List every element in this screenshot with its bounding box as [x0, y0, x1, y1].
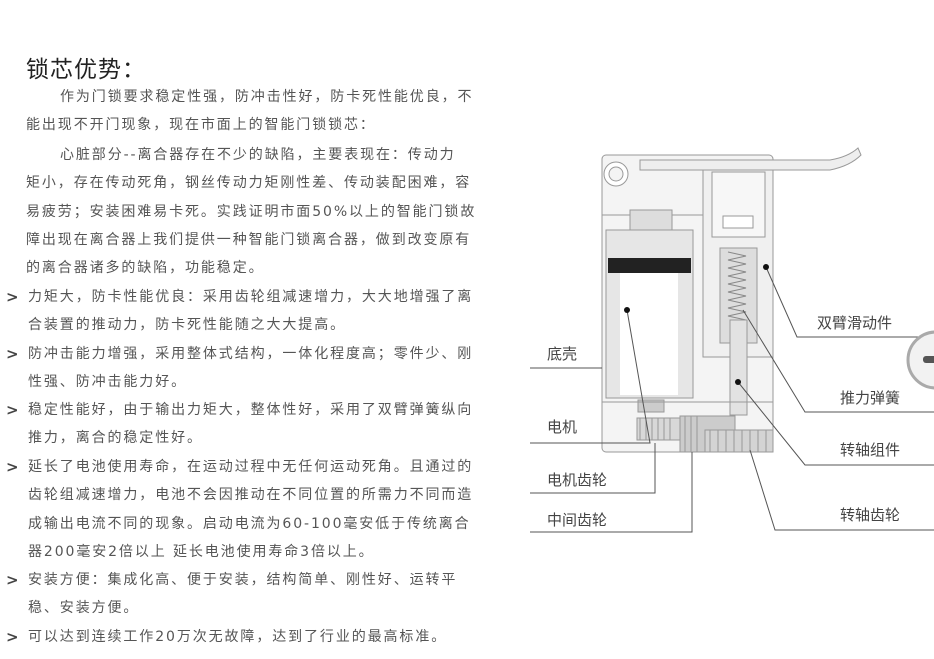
- label-base-shell: 底壳: [547, 345, 577, 363]
- label-thrust-spring: 推力弹簧: [840, 389, 900, 407]
- leader-lines: [530, 266, 934, 533]
- text-line: 易疲劳；安装困难易卡死。实践证明市面50%以上的智能门锁故: [26, 203, 477, 220]
- text-line: 合装置的推动力，防卡死性能随之大大提高。: [28, 317, 346, 334]
- text-line: 器200毫安2倍以上 延长电池使用寿命3倍以上。: [28, 543, 375, 560]
- section-title: 锁芯优势：: [26, 57, 146, 83]
- text-line: 防冲击能力增强，采用整体式结构，一体化程度高；零件少、刚: [28, 346, 474, 362]
- text-line: 安装方便：集成化高、便于安装，结构简单、刚性好、运转平: [28, 572, 458, 588]
- bullet-item: > 力矩大，防卡性能优良：采用齿轮组减速增力，大大地增强了离 合装置的推动力，防…: [6, 283, 486, 340]
- chevron-right-icon: >: [6, 345, 19, 363]
- text-line: 齿轮组减速增力，电池不会因推动在不同位置的所需力不同而造: [28, 487, 474, 504]
- carousel-next-button[interactable]: [906, 330, 934, 390]
- chevron-right-icon: >: [6, 288, 19, 306]
- text-line: 的离合器诸多的缺陷，功能稳定。: [26, 260, 265, 277]
- bullet-item: > 安装方便：集成化高、便于安装，结构简单、刚性好、运转平 稳、安装方便。: [6, 566, 486, 623]
- text-line: 推力，离合的稳定性好。: [28, 430, 203, 447]
- chevron-right-icon: >: [6, 401, 19, 419]
- bullet-item: > 稳定性能好，由于输出力矩大，整体性好，采用了双臂弹簧纵向 推力，离合的稳定性…: [6, 396, 486, 453]
- text-line: 障出现在离合器上我们提供一种智能门锁离合器，做到改变原有: [26, 231, 472, 248]
- text-line: 作为门锁要求稳定性强，防冲击性好，防卡死性能优良，不: [60, 89, 474, 105]
- text-line: 心脏部分--离合器存在不少的缺陷，主要表现在：传动力: [60, 147, 456, 163]
- chevron-right-icon: >: [6, 571, 19, 589]
- text-line: 矩小，存在传动死角，钢丝传动力矩刚性差、传动装配困难，容: [26, 175, 472, 192]
- label-shaft-gear: 转轴齿轮: [840, 506, 900, 524]
- intro-paragraph-1: 作为门锁要求稳定性强，防冲击性好，防卡死性能优良，不 能出现不开门现象，现在市面…: [26, 83, 486, 140]
- text-line: 稳定性能好，由于输出力矩大，整体性好，采用了双臂弹簧纵向: [28, 402, 474, 418]
- label-middle-gear: 中间齿轮: [547, 511, 607, 529]
- bullet-item: > 防冲击能力增强，采用整体式结构，一体化程度高；零件少、刚 性强、防冲击能力好…: [6, 340, 486, 397]
- text-line: 可以达到连续工作20万次无故障，达到了行业的最高标准。: [28, 629, 448, 645]
- label-motor-gear: 电机齿轮: [547, 471, 607, 489]
- label-shaft-assembly: 转轴组件: [840, 441, 900, 459]
- label-motor: 电机: [547, 418, 577, 436]
- bullet-item: > 可以达到连续工作20万次无故障，达到了行业的最高标准。: [6, 623, 486, 651]
- label-dual-arm-slider: 双臂滑动件: [817, 314, 892, 332]
- leader-dots: [624, 264, 769, 385]
- chevron-right-icon: >: [6, 628, 19, 646]
- text-line: 成输出电流不同的现象。启动电流为60-100毫安低于传统离合: [28, 515, 471, 532]
- text-line: 能出现不开门现象，现在市面上的智能门锁锁芯：: [26, 117, 376, 134]
- clutch-diagram: 底壳 电机 电机齿轮 中间齿轮 双臂滑动件 推力弹簧 转轴组件 转轴齿轮: [530, 147, 934, 533]
- intro-paragraph-2: 心脏部分--离合器存在不少的缺陷，主要表现在：传动力 矩小，存在传动死角，钢丝传…: [26, 141, 486, 282]
- bullet-item: > 延长了电池使用寿命，在运动过程中无任何运动死角。且通过的 齿轮组减速增力，电…: [6, 453, 486, 566]
- text-line: 稳、安装方便。: [28, 600, 140, 617]
- text-line: 性强、防冲击能力好。: [28, 374, 187, 391]
- lock-core-body: [601, 147, 862, 453]
- chevron-right-icon: >: [6, 458, 19, 476]
- text-line: 延长了电池使用寿命，在运动过程中无任何运动死角。且通过的: [28, 459, 474, 475]
- text-line: 力矩大，防卡性能优良：采用齿轮组减速增力，大大地增强了离: [28, 289, 474, 305]
